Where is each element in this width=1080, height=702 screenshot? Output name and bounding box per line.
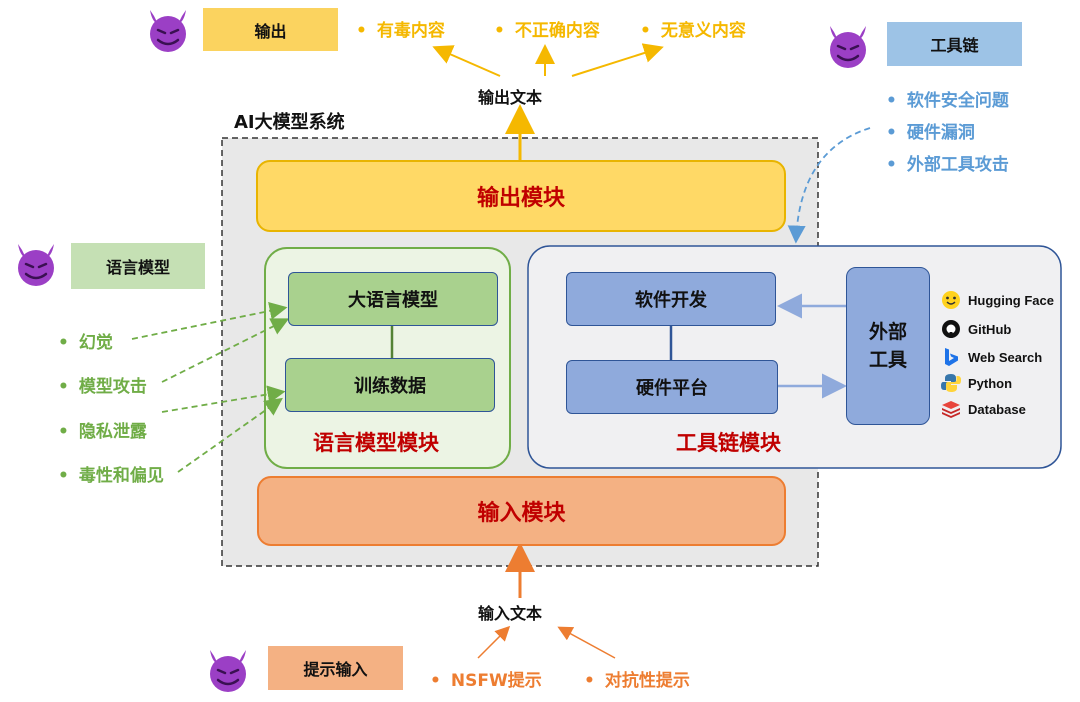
in-arrow-adv — [557, 626, 616, 659]
lm-threat-item: •隐私泄露 — [58, 422, 147, 442]
software-dev-box: 软件开发 — [566, 272, 776, 326]
input-module: 输入模块 — [257, 476, 786, 546]
devil-icon — [830, 26, 866, 68]
toolchain-threat-item: •软件安全问题 — [886, 91, 1009, 111]
lm-threat-tag: 语言模型 — [71, 243, 205, 289]
hugging-face-icon — [942, 291, 960, 309]
input-threat-tag: 提示输入 — [268, 646, 403, 690]
toolchain-threat-item: •硬件漏洞 — [886, 123, 975, 143]
output-text-label: 输出文本 — [478, 88, 543, 107]
toolchain-threat-item: •外部工具攻击 — [886, 155, 1009, 175]
out-arrow-toxic — [432, 45, 501, 77]
lm-threat-line-4 — [177, 397, 283, 473]
tool-item: Python — [940, 373, 1012, 393]
devil-icon — [18, 244, 54, 286]
output-threat-item: •不正确内容 — [494, 21, 600, 41]
output-threat-item: •有毒内容 — [356, 21, 445, 41]
out-arrow-meaningless — [571, 43, 664, 77]
toolchain-threat-tag: 工具链 — [887, 22, 1022, 66]
lm-threat-item: •毒性和偏见 — [58, 466, 164, 486]
input-threat-item: •对抗性提示 — [584, 671, 690, 691]
tool-item: Database — [940, 399, 1026, 419]
lm-threat-line-2 — [161, 318, 290, 383]
database-icon — [942, 401, 960, 418]
output-module: 输出模块 — [256, 160, 786, 232]
system-title: AI大模型系统 — [234, 112, 345, 133]
hardware-platform-box: 硬件平台 — [566, 360, 778, 414]
input-threat-item: •NSFW提示 — [430, 671, 542, 691]
lm-threat-line-1 — [131, 302, 288, 340]
tool-item: Web Search — [940, 347, 1042, 367]
lm-threat-line-3 — [161, 385, 286, 413]
lm-threat-item: •幻觉 — [58, 333, 113, 353]
in-arrow-nsfw — [477, 625, 511, 659]
tool-item: GitHub — [940, 319, 1011, 339]
devil-icon — [150, 10, 186, 52]
lm-threat-item: •模型攻击 — [58, 377, 147, 397]
bing-icon — [945, 348, 958, 366]
python-icon — [941, 374, 961, 392]
github-icon — [942, 320, 960, 338]
output-threat-tag: 输出 — [203, 8, 338, 51]
toolchain-module-title: 工具链模块 — [676, 431, 781, 455]
llm-box: 大语言模型 — [288, 272, 498, 326]
lm-module-title: 语言模型模块 — [313, 431, 439, 455]
external-tools-box: 外部 工具 — [846, 267, 930, 425]
input-text-label: 输入文本 — [478, 604, 543, 623]
toolchain-threat-curve — [787, 127, 871, 244]
training-data-box: 训练数据 — [285, 358, 495, 412]
devil-icon — [210, 650, 246, 692]
tool-item: Hugging Face — [940, 290, 1054, 310]
output-threat-item: •无意义内容 — [640, 21, 746, 41]
